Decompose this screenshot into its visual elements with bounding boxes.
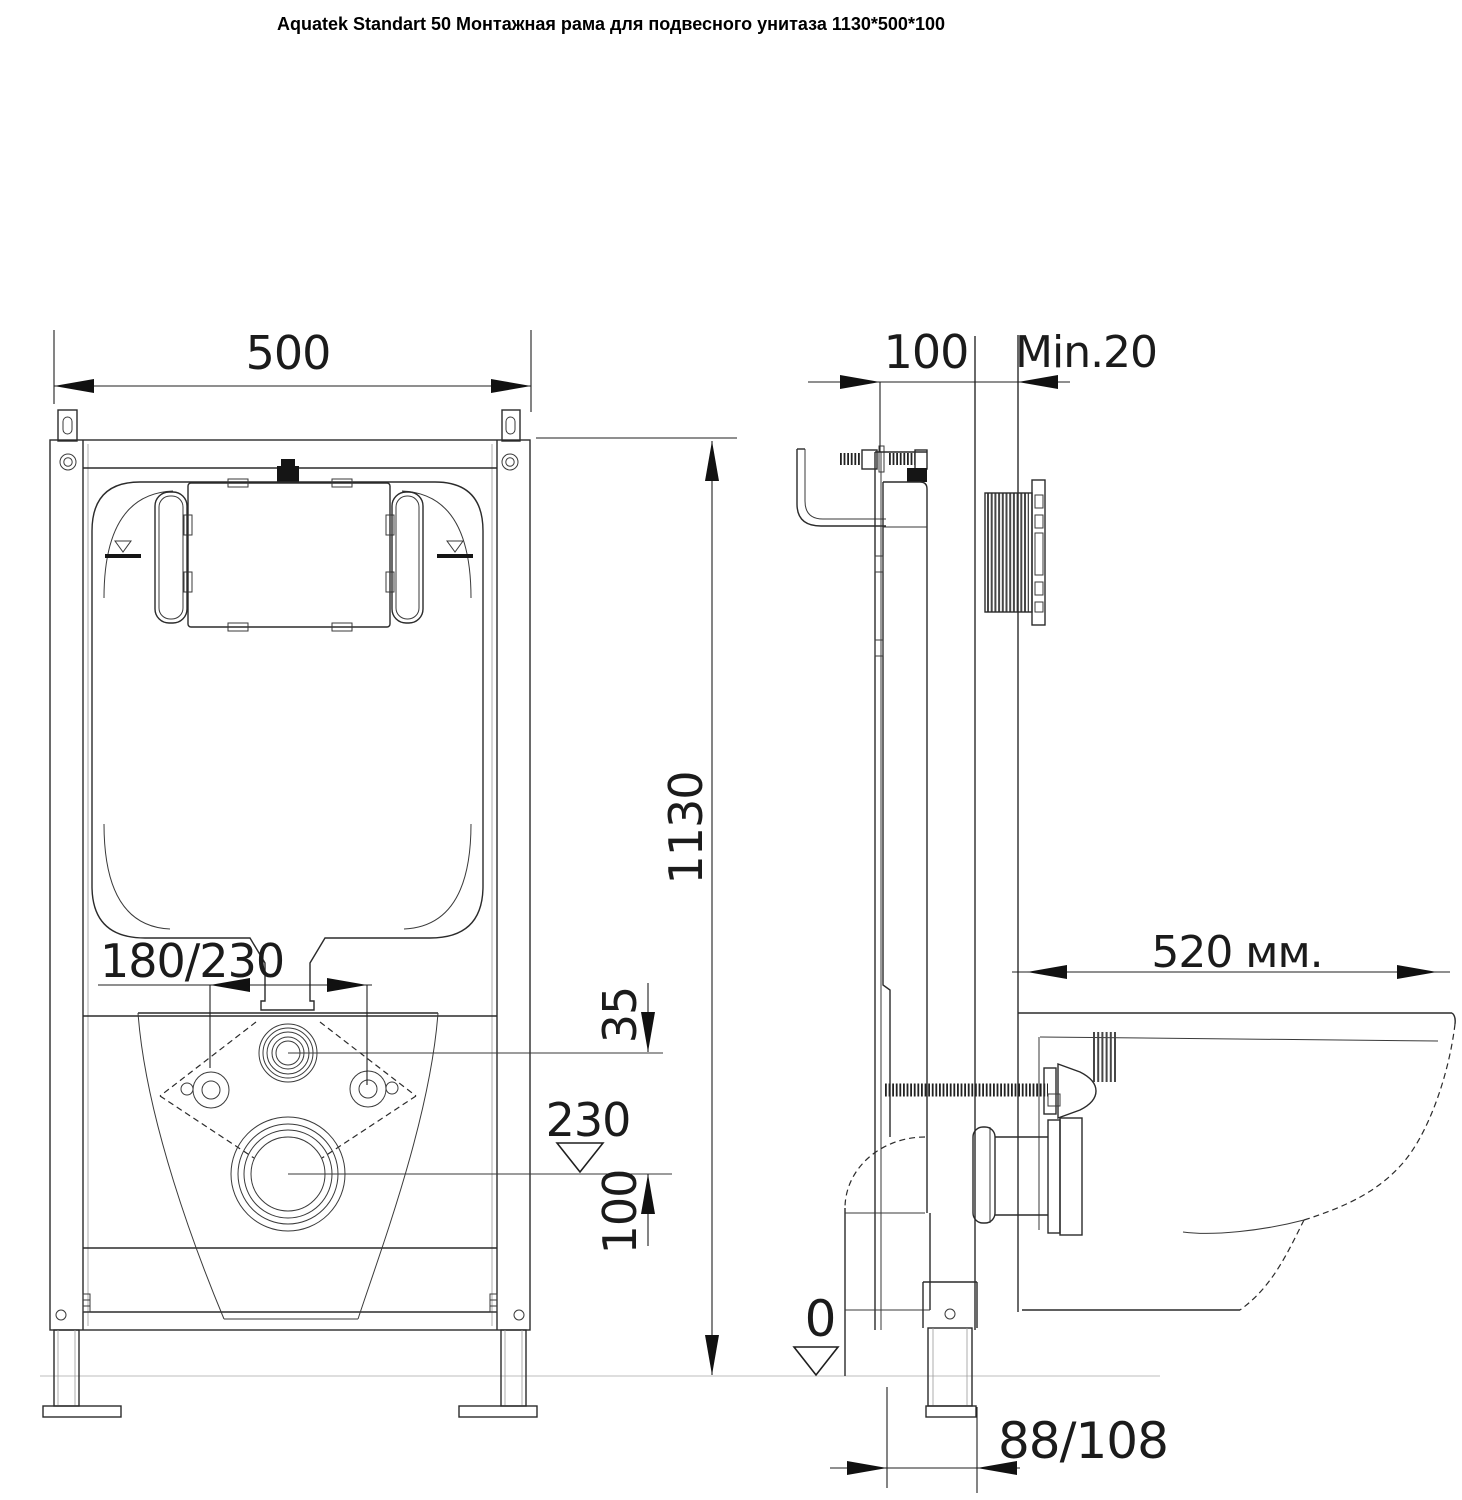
corrugated-sleeve <box>984 479 1046 626</box>
adjustable-feet <box>42 1293 538 1418</box>
dim-inlet-offset: 35 <box>593 983 655 1052</box>
frame-outline <box>49 439 531 1331</box>
wall-bracket <box>796 448 886 527</box>
dim-outlet-spacing-label: 88/108 <box>998 1412 1168 1470</box>
dim-bolt-spacing-label: 180/230 <box>100 934 284 988</box>
cistern-side <box>874 481 928 1213</box>
dim-drain-height-label: 230 <box>546 1093 631 1147</box>
access-window <box>183 478 395 632</box>
page-title: Aquatek Standart 50 Монтажная рама для п… <box>277 14 945 34</box>
dim-front-width: 500 <box>53 326 532 412</box>
side-slots <box>154 491 424 624</box>
filler-stub <box>277 466 299 483</box>
dim-floor-level: 0 <box>792 1290 840 1377</box>
dim-bowl-length-label: 520 мм. <box>1151 927 1322 978</box>
dim-bowl-length: 520 мм. <box>1012 927 1450 979</box>
bowl-bracket-plate <box>137 1012 439 1320</box>
dim-drain-height: 230 <box>546 1093 631 1174</box>
dim-front-width-label: 500 <box>246 326 331 380</box>
mounting-stud <box>885 1063 1097 1119</box>
dim-front-height-label: 1130 <box>659 771 713 884</box>
dim-floor-level-label: 0 <box>805 1290 836 1348</box>
drain-connector-side <box>972 1117 1083 1236</box>
dim-side-depth: 100 Min.20 <box>808 325 1158 452</box>
level-triangle-0 <box>792 1346 840 1377</box>
dim-outlet-spacing: 88/108 <box>830 1387 1169 1493</box>
dim-inlet-offset-label: 35 <box>593 987 647 1044</box>
dimensions: 500 1130 180/230 35 <box>53 325 1450 1493</box>
water-level-marks <box>105 540 473 558</box>
filler-stub-side <box>907 468 927 482</box>
front-view <box>42 409 672 1418</box>
dim-side-depth-label: 100 <box>884 325 969 379</box>
dim-drain-offset-label: 100 <box>593 1170 647 1255</box>
anchor-rings <box>59 453 519 471</box>
hanger-tabs <box>57 409 521 442</box>
frame-column-side <box>874 336 976 1330</box>
level-triangle-230 <box>555 1142 605 1174</box>
fixing-bolt-holes <box>180 1070 399 1109</box>
dim-front-height: 1130 <box>536 437 737 1375</box>
dim-wall-min-label: Min.20 <box>1015 327 1157 378</box>
cistern-body <box>91 481 484 1011</box>
side-leg <box>922 1281 978 1418</box>
side-view <box>796 335 1456 1418</box>
toilet-bowl <box>1018 1012 1456 1311</box>
dim-drain-offset: 100 <box>593 1170 655 1255</box>
dim-bolt-spacing: 180/230 <box>98 934 372 1085</box>
drain-housing-side <box>844 1136 931 1376</box>
